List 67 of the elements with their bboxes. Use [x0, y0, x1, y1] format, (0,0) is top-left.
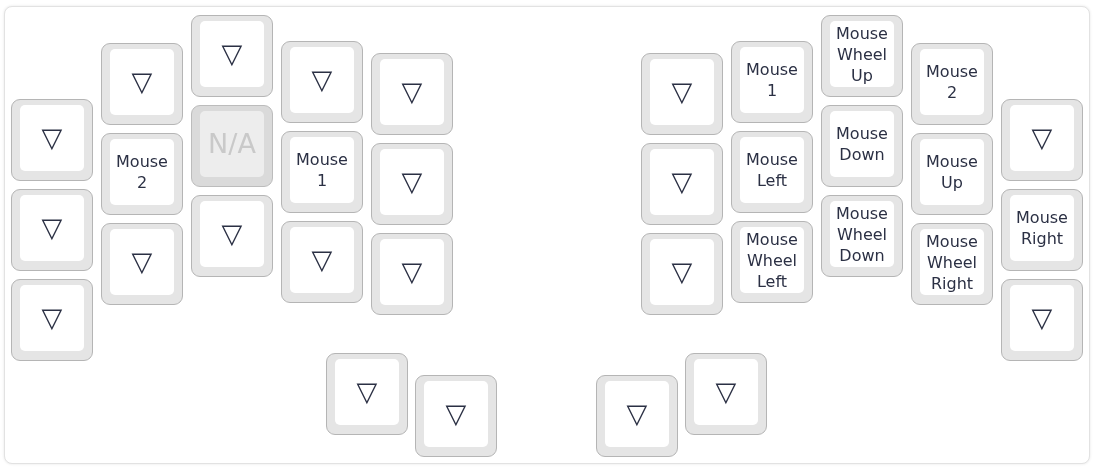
keycap [911, 223, 993, 305]
keycap [371, 53, 453, 135]
key-label: Mouse Wheel Up [830, 21, 894, 87]
key-label: Mouse Wheel Down [830, 201, 894, 267]
keycap [641, 233, 723, 315]
keycap [821, 15, 903, 97]
key-label: ▽ [335, 359, 399, 425]
keycap [281, 131, 363, 213]
keycap [641, 53, 723, 135]
key-label: ▽ [380, 59, 444, 125]
key-label: Mouse 1 [740, 47, 804, 113]
key-label: ▽ [200, 201, 264, 267]
key-label: ▽ [380, 239, 444, 305]
key-label: Mouse Left [740, 137, 804, 203]
keycap [731, 221, 813, 303]
key-label: ▽ [20, 105, 84, 171]
key-label: ▽ [1010, 105, 1074, 171]
keycap [191, 105, 273, 187]
keycap [11, 279, 93, 361]
keycap [191, 15, 273, 97]
keycap [101, 223, 183, 305]
key-label: Mouse 2 [110, 139, 174, 205]
keycap [326, 353, 408, 435]
keycap [731, 41, 813, 123]
key-label: ▽ [110, 49, 174, 115]
key-label: ▽ [20, 285, 84, 351]
keycap [596, 375, 678, 457]
keycap [1001, 189, 1083, 271]
keycap [821, 195, 903, 277]
keycap [731, 131, 813, 213]
keycap [1001, 99, 1083, 181]
keycap [101, 43, 183, 125]
key-label: ▽ [650, 239, 714, 305]
key-label: Mouse Right [1010, 195, 1074, 261]
key-label: Mouse Down [830, 111, 894, 177]
key-label: Mouse Wheel Left [740, 227, 804, 293]
key-label: ▽ [605, 381, 669, 447]
keycap [911, 43, 993, 125]
key-label: ▽ [650, 59, 714, 125]
keycap [281, 221, 363, 303]
key-label: ▽ [110, 229, 174, 295]
keycap [821, 105, 903, 187]
keycap [191, 195, 273, 277]
key-label: Mouse Up [920, 139, 984, 205]
key-label: ▽ [290, 227, 354, 293]
key-label: ▽ [650, 149, 714, 215]
keycap [101, 133, 183, 215]
key-label: Mouse 1 [290, 137, 354, 203]
keycap [371, 143, 453, 225]
keycap [1001, 279, 1083, 361]
keycap [11, 99, 93, 181]
keycap [415, 375, 497, 457]
key-label: ▽ [1010, 285, 1074, 351]
key-label: ▽ [424, 381, 488, 447]
key-label: ▽ [200, 21, 264, 87]
key-label: ▽ [20, 195, 84, 261]
key-label: Mouse 2 [920, 49, 984, 115]
keycap [911, 133, 993, 215]
keycap [685, 353, 767, 435]
key-label: ▽ [380, 149, 444, 215]
keycap [281, 41, 363, 123]
key-label: Mouse Wheel Right [920, 229, 984, 295]
keycap [641, 143, 723, 225]
keycap [371, 233, 453, 315]
keycap [11, 189, 93, 271]
key-label: ▽ [290, 47, 354, 113]
key-label: ▽ [694, 359, 758, 425]
